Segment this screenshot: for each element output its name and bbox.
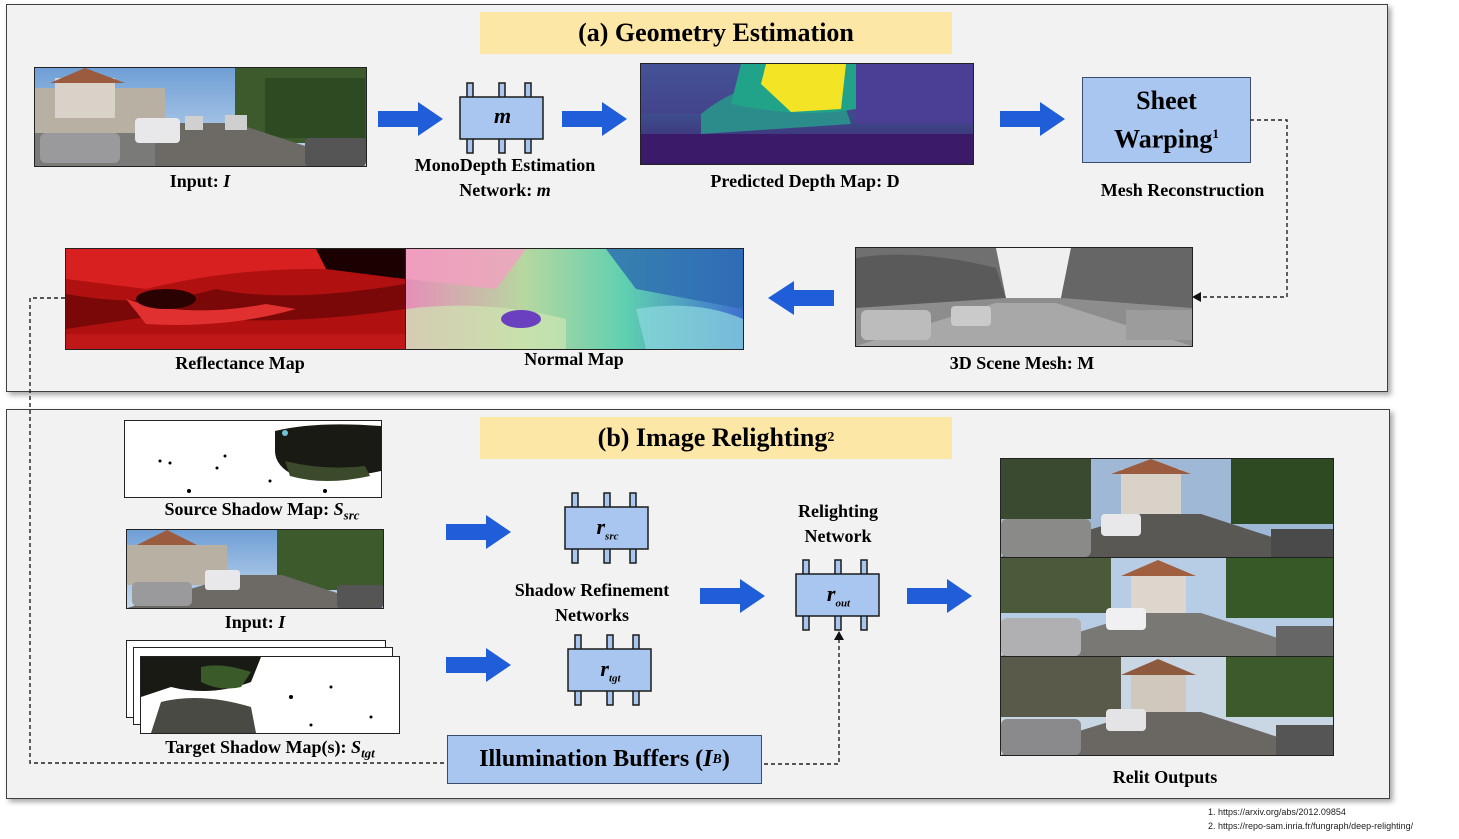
input-image-relighting [126,529,384,609]
monodepth-net-symbol: m [493,103,512,128]
sheet-warping-box: Sheet Warping1 [1082,77,1251,163]
reflectance-map [65,248,406,350]
dashed-connector-maps-to-buffers [29,297,446,764]
arrow-refinement-to-rout [700,579,765,613]
source-shadow-map-label: Source Shadow Map: Ssrc [164,499,360,523]
normal-map-label: Normal Map [524,349,624,369]
footnote-1: 1. https://arxiv.org/abs/2012.09854 [1208,807,1346,817]
normal-map [405,248,744,350]
arrow-depth-to-sheet [1000,102,1065,136]
relit-output-3 [1000,656,1334,756]
arrow-source-to-rsrc [446,515,511,549]
panel-a-title: (a) Geometry Estimation [480,12,952,54]
scene-mesh-image [855,247,1193,347]
scene-mesh-label: 3D Scene Mesh: M [949,353,1095,373]
arrow-input-to-net [378,102,443,136]
input-label-relighting: Input: I [224,612,286,632]
sheet-warping-line1: Sheet [1136,86,1197,116]
input-image [34,67,367,167]
monodepth-net-label-line2: Network: m [459,180,551,200]
target-shadow-map-1 [140,656,400,734]
dashed-connector-buffers-to-rout [764,631,844,765]
r-src-network-icon [564,492,649,564]
relit-output-2 [1000,557,1334,657]
r-tgt-symbol: rtgt [600,656,621,685]
shadow-refinement-label-line1: Shadow Refinement [514,580,670,600]
r-tgt-network-icon [567,634,652,706]
sheet-warping-footnote-mark: 1 [1212,126,1219,142]
source-shadow-map [124,420,382,498]
predicted-depth-map [640,63,974,165]
sheet-warping-line2: Warping1 [1114,124,1219,154]
relit-output-1 [1000,458,1334,558]
r-src-symbol: rsrc [596,514,619,543]
input-label: Input: I [169,171,231,191]
relighting-network-label-line1: Relighting [797,501,878,521]
relighting-footnote-mark: 2 [827,430,835,445]
relighting-network-label-line2: Network [804,526,872,546]
depth-map-label: Predicted Depth Map: D [710,171,900,191]
r-out-symbol: rout [826,581,851,610]
shadow-refinement-label-line2: Networks [555,605,629,625]
dashed-connector-sheet-to-mesh [1192,119,1288,302]
arrow-net-to-depth [562,102,627,136]
arrow-target-to-rtgt [446,648,511,682]
target-shadow-map-label: Target Shadow Map(s): Stgt [165,737,375,761]
monodepth-network-icon [459,82,544,154]
relit-outputs-label: Relit Outputs [1112,767,1218,787]
monodepth-net-label-line1: MonoDepth Estimation [414,155,596,175]
footnote-2: 2. https://repo-sam.inria.fr/fungraph/de… [1208,821,1414,831]
arrow-rout-to-outputs [907,579,972,613]
arrow-mesh-to-maps [768,281,834,315]
reflectance-map-label: Reflectance Map [175,353,305,373]
mesh-reconstruction-label: Mesh Reconstruction [1100,180,1265,200]
r-out-network-icon [795,559,880,631]
